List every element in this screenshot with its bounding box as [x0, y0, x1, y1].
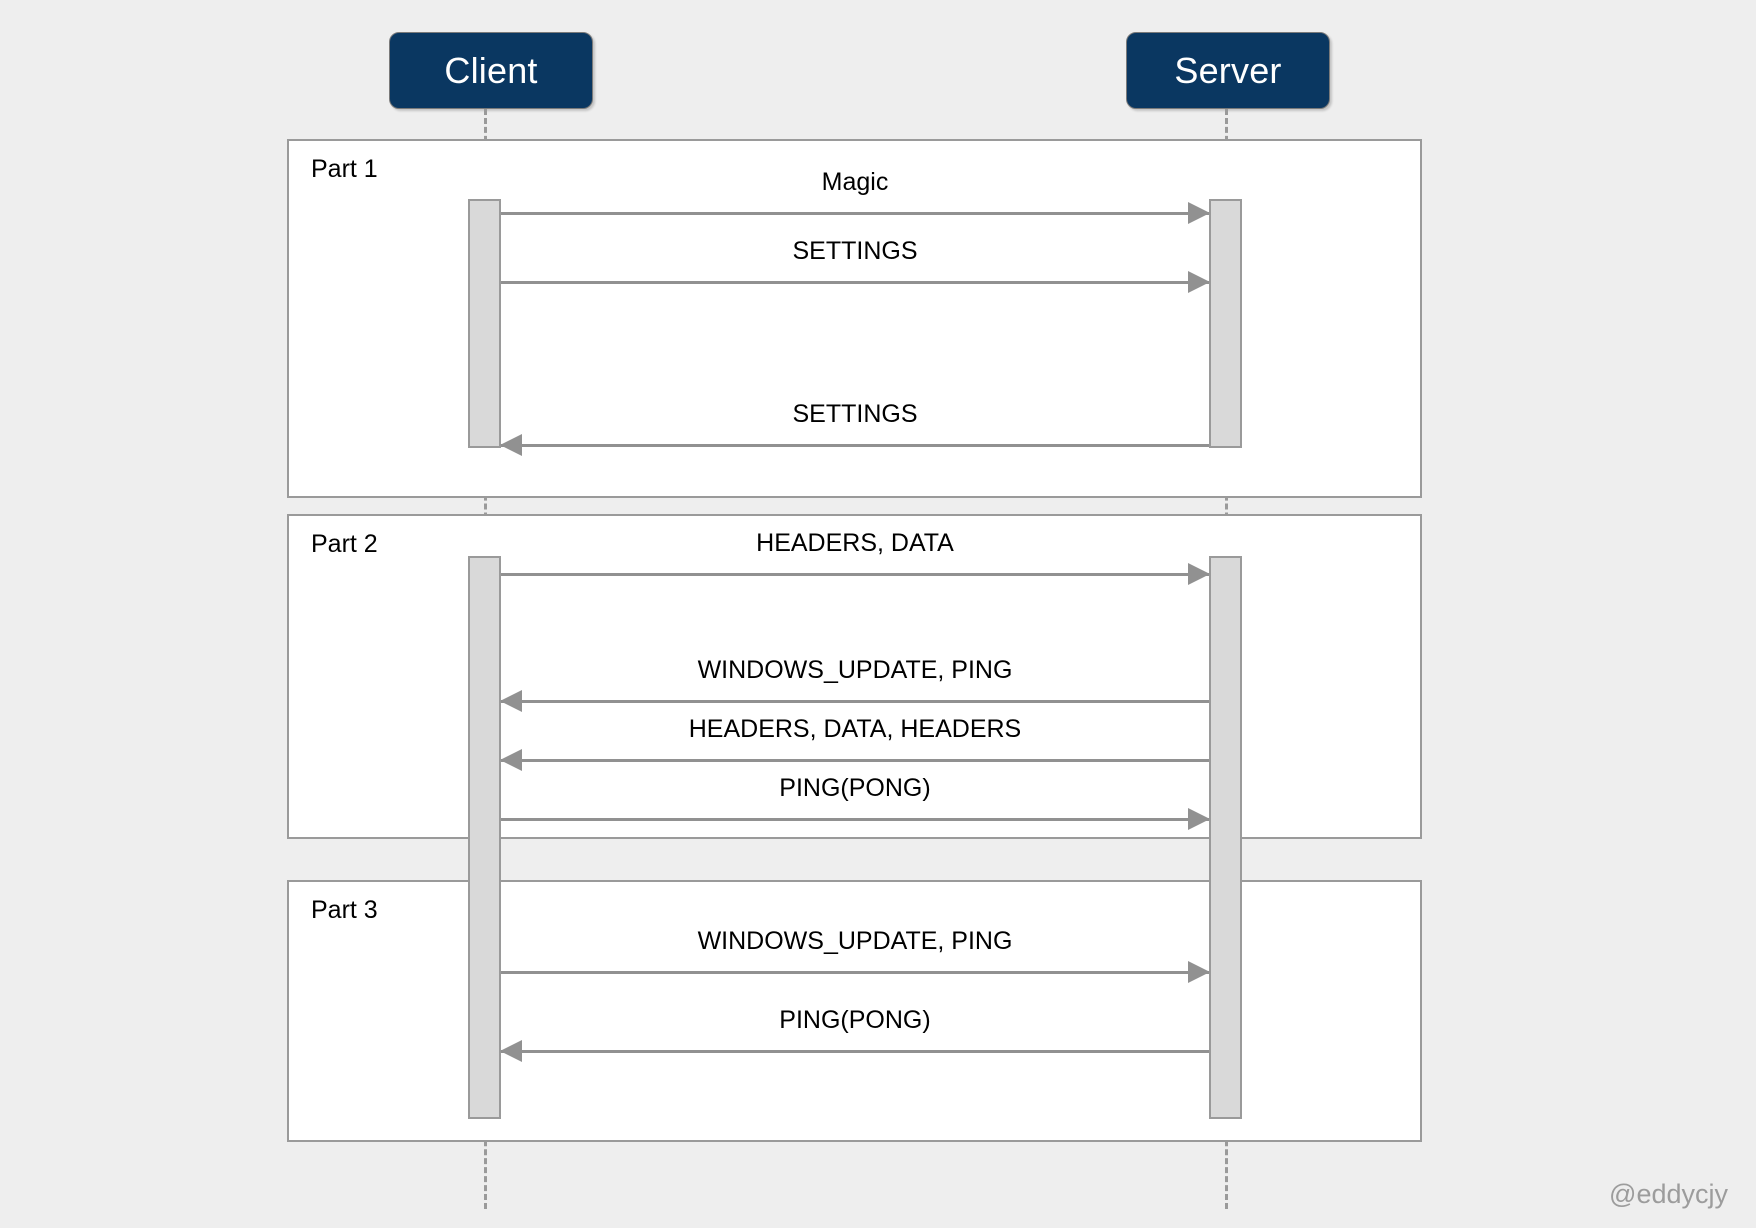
arrowhead-right-icon — [1188, 563, 1210, 585]
activation-bar-client-part1 — [468, 199, 501, 448]
activation-bar-server-part1 — [1209, 199, 1242, 448]
arrowhead-left-icon — [500, 434, 522, 456]
message-label-windows-update-ping-part3: WINDOWS_UPDATE, PING — [697, 927, 1013, 955]
arrowhead-left-icon — [500, 690, 522, 712]
arrowhead-right-icon — [1188, 202, 1210, 224]
message-label-windows-update-ping-part2: WINDOWS_UPDATE, PING — [697, 656, 1013, 684]
part-label-part1: Part 1 — [311, 155, 378, 183]
message-label-ping-pong-part2: PING(PONG) — [779, 774, 931, 802]
arrowhead-left-icon — [500, 1040, 522, 1062]
activation-bar-client-part2-part3 — [468, 556, 501, 1119]
arrow-line — [501, 281, 1209, 284]
participant-label-server: Server — [1174, 49, 1282, 91]
watermark-handle: @eddycjy — [1609, 1179, 1728, 1209]
part-label-part2: Part 2 — [311, 530, 378, 558]
arrowhead-left-icon — [500, 749, 522, 771]
participant-box-server[interactable]: Server — [1126, 32, 1330, 109]
arrow-line — [501, 444, 1209, 447]
message-label-headers-data: HEADERS, DATA — [756, 529, 954, 557]
message-label-settings-response: SETTINGS — [792, 400, 918, 428]
arrowhead-right-icon — [1188, 961, 1210, 983]
arrow-line — [501, 212, 1209, 215]
arrowhead-right-icon — [1188, 271, 1210, 293]
arrow-line — [501, 818, 1209, 821]
arrow-line — [501, 1050, 1209, 1053]
arrow-line — [501, 573, 1209, 576]
activation-bar-server-part2-part3 — [1209, 556, 1242, 1119]
participant-box-client[interactable]: Client — [389, 32, 593, 109]
message-label-magic: Magic — [821, 168, 889, 196]
arrowhead-right-icon — [1188, 808, 1210, 830]
part-label-part3: Part 3 — [311, 896, 378, 924]
message-label-headers-data-headers: HEADERS, DATA, HEADERS — [688, 715, 1022, 743]
participant-label-client: Client — [444, 49, 538, 91]
arrow-line — [501, 759, 1209, 762]
arrow-line — [501, 700, 1209, 703]
arrow-line — [501, 971, 1209, 974]
message-label-settings-request: SETTINGS — [792, 237, 918, 265]
message-label-ping-pong-part3: PING(PONG) — [779, 1006, 931, 1034]
